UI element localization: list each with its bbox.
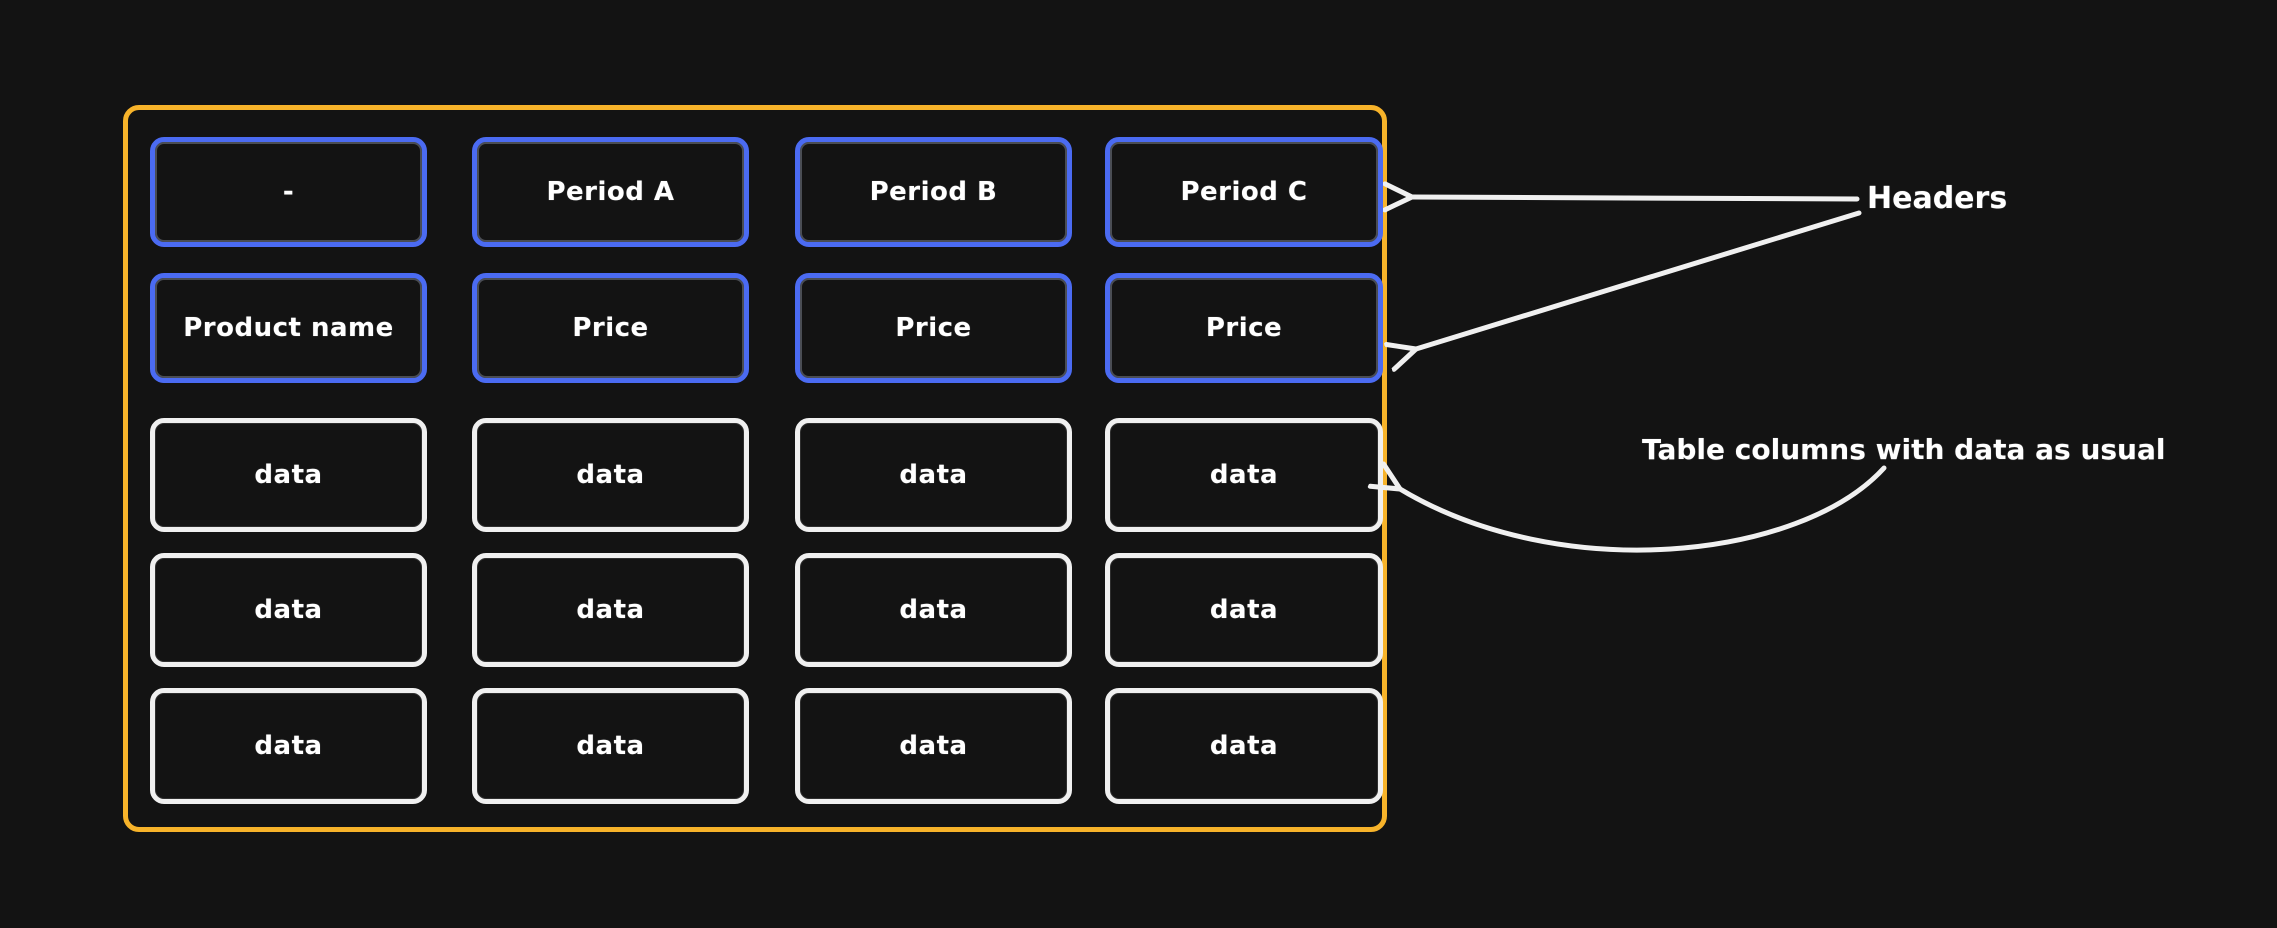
table-cell-data: data bbox=[1105, 553, 1383, 667]
table-cell-period-a: Period A bbox=[472, 137, 749, 247]
headers-label: Headers bbox=[1867, 181, 2008, 216]
table-cell-data: data bbox=[150, 688, 427, 804]
table-cell-price: Price bbox=[472, 273, 749, 383]
table-cell-data: data bbox=[1105, 418, 1383, 532]
table-cell-data: data bbox=[150, 418, 427, 532]
table-cell-data: data bbox=[795, 553, 1072, 667]
table-outline: - Period A Period B Period C Product nam… bbox=[123, 105, 1387, 832]
table-cell-data: data bbox=[1105, 688, 1383, 804]
table-cell-data: data bbox=[795, 688, 1072, 804]
table-cell-product-name: Product name bbox=[150, 273, 427, 383]
headers-arrow-row2 bbox=[1416, 210, 1862, 349]
table-cell-data: data bbox=[795, 418, 1072, 532]
data-row: data data data data bbox=[128, 418, 1383, 532]
data-curved-arrow bbox=[1400, 468, 1887, 553]
table-cell-data: data bbox=[472, 418, 749, 532]
header-row-fields: Product name Price Price Price bbox=[128, 273, 1383, 383]
table-cell-period-c: Period C bbox=[1105, 137, 1383, 247]
data-row: data data data data bbox=[128, 688, 1383, 804]
table-cell-data: data bbox=[472, 688, 749, 804]
table-cell-period-b: Period B bbox=[795, 137, 1072, 247]
table-cell-price: Price bbox=[1105, 273, 1383, 383]
table-cell-data: data bbox=[150, 553, 427, 667]
headers-arrow-row1 bbox=[1412, 197, 1860, 199]
table-cell-data: data bbox=[472, 553, 749, 667]
data-row: data data data data bbox=[128, 553, 1383, 667]
header-row-periods: - Period A Period B Period C bbox=[128, 137, 1383, 247]
table-cell-corner: - bbox=[150, 137, 427, 247]
data-columns-label: Table columns with data as usual bbox=[1642, 433, 2166, 466]
table-cell-price: Price bbox=[795, 273, 1072, 383]
